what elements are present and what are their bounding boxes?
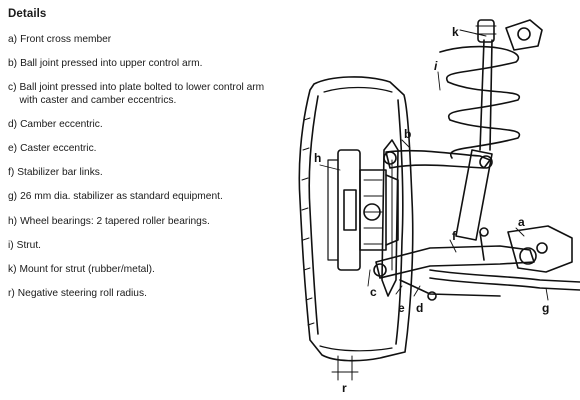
label-h: h (314, 151, 321, 165)
legend-item: d)Camber eccentric. (8, 118, 103, 130)
legend-item: k)Mount for strut (rubber/metal). (8, 264, 155, 276)
front-cross-member (507, 225, 573, 273)
label-r: r (342, 381, 347, 395)
wheel-hub (327, 149, 399, 271)
label-g: g (542, 301, 549, 315)
strut-mount (505, 19, 543, 51)
label-k: k (452, 25, 459, 39)
label-c: c (370, 285, 377, 299)
tire (298, 76, 414, 362)
suspension-diagram: k i b h a f c e d g r (280, 0, 580, 400)
leader-lines (319, 29, 549, 301)
legend-item: e)Caster eccentric. (8, 143, 97, 155)
roll-radius-dimension (331, 355, 359, 381)
suspension-illustration: k i b h a f c e d g r (298, 19, 580, 395)
strut-body (455, 19, 497, 241)
label-e: e (398, 301, 405, 315)
label-i: i (434, 59, 438, 73)
details-title: Details (8, 8, 47, 20)
tie-rod (399, 279, 501, 301)
legend-item: c)Ball joint pressed into plate bolted t… (8, 82, 265, 106)
coil-spring (439, 45, 521, 159)
legend-item: f)Stabilizer bar links. (8, 167, 103, 179)
upper-control-arm (383, 149, 493, 169)
label-a: a (518, 215, 525, 229)
legend-item: b)Ball joint pressed into upper control … (8, 58, 203, 70)
legend-item: r)Negative steering roll radius. (8, 288, 147, 300)
stabilizer-bar (429, 227, 580, 291)
legend-list: a)Front cross member b)Ball joint presse… (8, 34, 278, 300)
label-d: d (416, 301, 423, 315)
label-f: f (452, 229, 457, 243)
legend-item: h)Wheel bearings: 2 tapered roller beari… (8, 215, 210, 227)
details-panel: Details a)Front cross member b)Ball join… (8, 8, 278, 312)
legend-item: a)Front cross member (8, 34, 112, 45)
legend-item: g)26 mm dia. stabilizer as standard equi… (8, 191, 223, 203)
legend-item: i)Strut. (8, 239, 42, 251)
label-b: b (404, 127, 411, 141)
steering-knuckle (381, 139, 399, 297)
